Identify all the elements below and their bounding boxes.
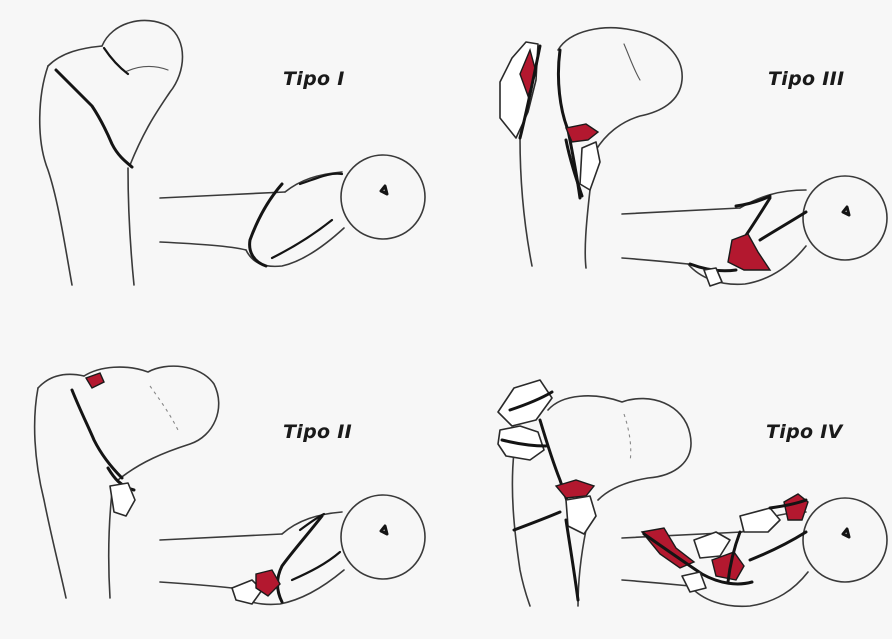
type4-lateral-femur (622, 494, 887, 606)
type3-lateral-femur (622, 176, 887, 286)
type3-anterior-femur (500, 28, 682, 268)
type2-anterior-femur (35, 366, 219, 598)
type2-lateral-femur (160, 495, 425, 604)
type4-anterior-femur (498, 380, 691, 606)
panel-type4 (498, 380, 887, 606)
panel-type2 (35, 366, 425, 604)
type1-anterior-femur (40, 20, 183, 285)
panel-type1 (40, 20, 425, 285)
type1-lateral-femur (160, 155, 425, 266)
panel-type3 (500, 28, 887, 286)
label-type3: Tipo III (768, 68, 844, 90)
label-type4: Tipo IV (766, 421, 843, 443)
label-type2: Tipo II (283, 421, 352, 443)
label-type1: Tipo I (283, 68, 345, 90)
